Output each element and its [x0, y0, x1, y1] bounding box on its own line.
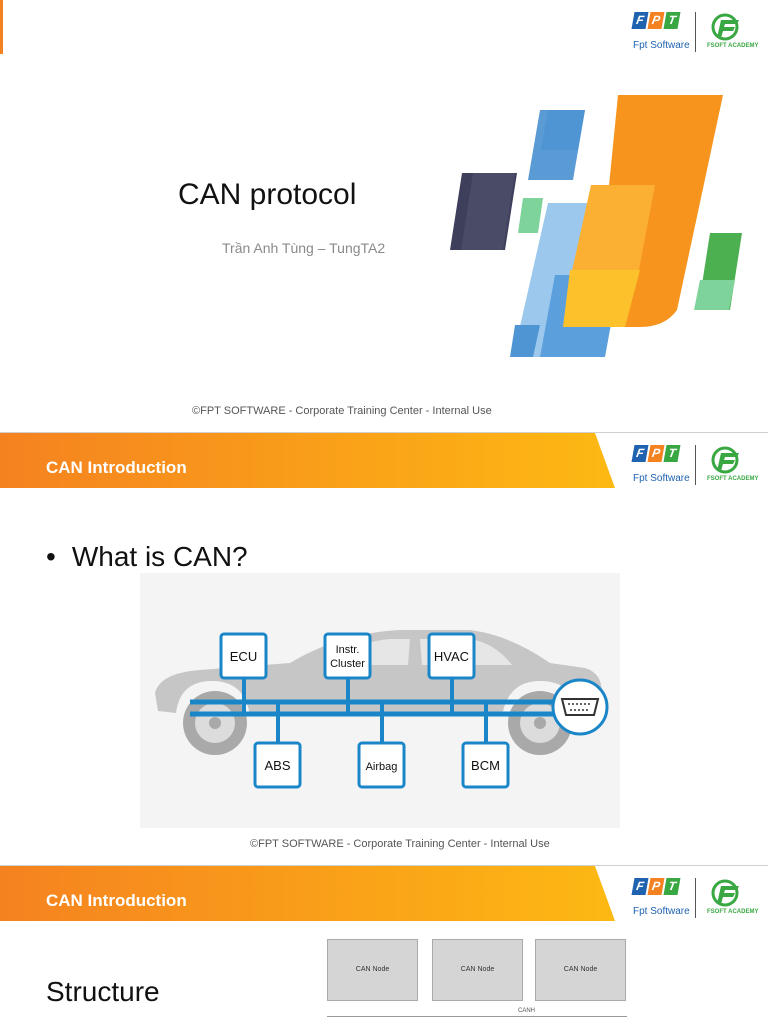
header-band — [0, 866, 615, 921]
fpt-decorative-graphic — [450, 95, 742, 357]
bullet-item: • What is CAN? — [46, 541, 248, 573]
logo-divider — [695, 878, 696, 918]
node-hvac: HVAC — [427, 632, 476, 680]
slide-separator — [0, 432, 768, 433]
node-label: BCM — [471, 758, 500, 773]
slide-separator — [0, 865, 768, 866]
slide-header-title: CAN Introduction — [46, 891, 187, 910]
node-abs: ABS — [253, 741, 302, 789]
structure-heading: Structure — [46, 976, 160, 1007]
header-band — [0, 433, 615, 488]
node-airbag: Airbag — [357, 741, 406, 789]
academy-logo-icon — [711, 13, 739, 41]
node-label: ABS — [264, 758, 290, 773]
node-label: ECU — [230, 649, 257, 664]
fpt-software-label: Fpt Software — [633, 906, 690, 917]
orange-accent-bar — [0, 0, 3, 54]
obd-connector-icon — [551, 678, 609, 736]
can-bus-line — [327, 1016, 627, 1017]
academy-logo-icon — [711, 879, 739, 907]
bullet-text: What is CAN? — [71, 541, 248, 572]
node-label: HVAC — [434, 649, 469, 664]
can-network-diagram: ECU Instr. Cluster HVAC ABS Airbag BCM — [140, 573, 620, 828]
can-node-box: CAN Node — [535, 939, 626, 1001]
fpt-software-label: Fpt Software — [633, 473, 690, 484]
fpt-software-label: Fpt Software — [633, 40, 690, 51]
academy-label: FSOFT ACADEMY — [707, 476, 759, 482]
can-node-box: CAN Node — [327, 939, 418, 1001]
node-label: Cluster — [330, 658, 365, 670]
bus-label: CANH — [518, 1008, 536, 1014]
slide-footer: ©FPT SOFTWARE - Corporate Training Cente… — [192, 405, 492, 417]
slide-footer: ©FPT SOFTWARE - Corporate Training Cente… — [250, 838, 550, 850]
logo-divider — [695, 445, 696, 485]
node-label: Instr. — [336, 644, 360, 656]
author-line: Trần Anh Tùng – TungTA2 — [222, 240, 386, 256]
bullet-dot: • — [46, 541, 56, 572]
logo-divider — [695, 12, 696, 52]
can-node-box: CAN Node — [432, 939, 523, 1001]
slide-header-title: CAN Introduction — [46, 458, 187, 477]
node-ecu: ECU — [219, 632, 268, 680]
presentation-title: CAN protocol — [178, 178, 357, 211]
academy-logo-icon — [711, 446, 739, 474]
academy-label: FSOFT ACADEMY — [707, 909, 759, 915]
node-bcm: BCM — [461, 741, 510, 789]
academy-label: FSOFT ACADEMY — [707, 43, 759, 49]
node-instr-cluster: Instr. Cluster — [323, 632, 372, 680]
node-label: Airbag — [366, 761, 398, 773]
